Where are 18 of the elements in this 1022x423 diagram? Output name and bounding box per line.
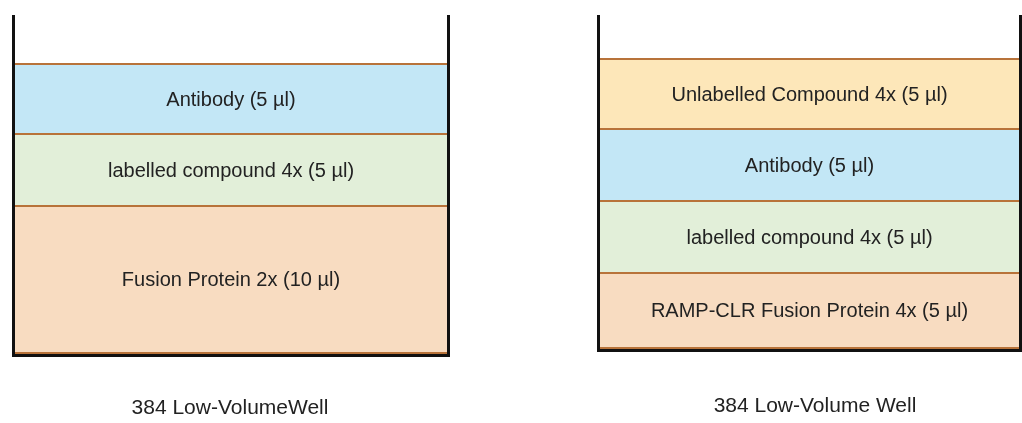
liquid-layer bbox=[15, 207, 447, 354]
well-outline bbox=[12, 15, 450, 357]
layer-label: labelled compound 4x (5 µl) bbox=[686, 225, 933, 249]
well-caption: 384 Low-VolumeWell bbox=[131, 395, 329, 419]
liquid-layer bbox=[15, 63, 447, 135]
layer-label: Antibody (5 µl) bbox=[166, 87, 296, 111]
liquid-layer bbox=[600, 274, 1019, 349]
liquid-layer bbox=[600, 58, 1019, 130]
layer-label: RAMP-CLR Fusion Protein 4x (5 µl) bbox=[650, 299, 969, 322]
liquid-layer bbox=[600, 202, 1019, 274]
liquid-layer bbox=[600, 130, 1019, 202]
layer-label: Antibody (5 µl) bbox=[744, 153, 875, 177]
well-caption: 384 Low-Volume Well bbox=[713, 393, 917, 417]
liquid-layer bbox=[15, 135, 447, 207]
layer-label: Unlabelled Compound 4x (5 µl) bbox=[671, 82, 948, 106]
layer-label: Fusion Protein 2x (10 µl) bbox=[121, 268, 341, 291]
well-outline bbox=[597, 15, 1022, 352]
layer-label: labelled compound 4x (5 µl) bbox=[107, 158, 355, 182]
